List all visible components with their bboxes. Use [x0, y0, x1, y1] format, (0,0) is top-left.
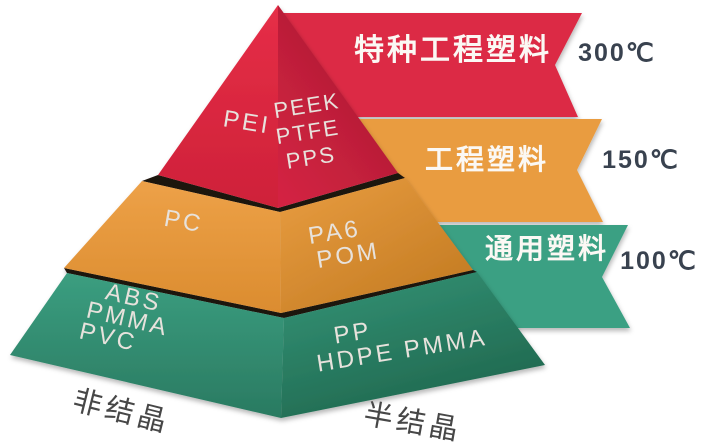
- green-tier-left-face: [10, 273, 284, 418]
- label-group-peek-ptfe-pps: PEEK PTFE PPS: [272, 88, 342, 174]
- temp-label-150c: 150℃: [602, 146, 680, 174]
- pyramid: [10, 5, 545, 418]
- temperature-ribbons: [280, 13, 630, 328]
- label-non-crystalline: 非结晶: [70, 383, 174, 439]
- red-tier-left-face: [158, 5, 278, 208]
- label-pc: PC: [162, 205, 205, 238]
- label-group-abs-pmma-pvc: ABS PMMA PVC: [77, 278, 172, 357]
- ribbon-general-plastics: [420, 225, 630, 328]
- ribbon-label-general: 通用塑料: [485, 233, 609, 264]
- red-tier-right-face: [278, 5, 398, 208]
- ribbon-special-engineering-plastics: [280, 13, 582, 117]
- green-tier-right-face: [281, 272, 545, 418]
- ribbon-text-layer: 特种工程塑料 工程塑料 通用塑料 300℃ 150℃ 100℃: [354, 34, 698, 275]
- ribbon-label-special-engineering: 特种工程塑料: [354, 34, 552, 67]
- label-pp: PP: [332, 317, 374, 350]
- label-semi-crystalline: 半结晶: [361, 398, 464, 446]
- face-labels: PEI PEEK PTFE PPS PC PA6 POM ABS PMMA PV…: [77, 88, 489, 377]
- temp-label-300c: 300℃: [578, 39, 656, 67]
- collar-shadow-top: [142, 173, 405, 212]
- orange-tier-right-face: [280, 178, 473, 313]
- ribbon-label-engineering: 工程塑料: [425, 144, 549, 175]
- temp-label-100c: 100℃: [620, 247, 698, 275]
- orange-tier-left-face: [64, 181, 281, 313]
